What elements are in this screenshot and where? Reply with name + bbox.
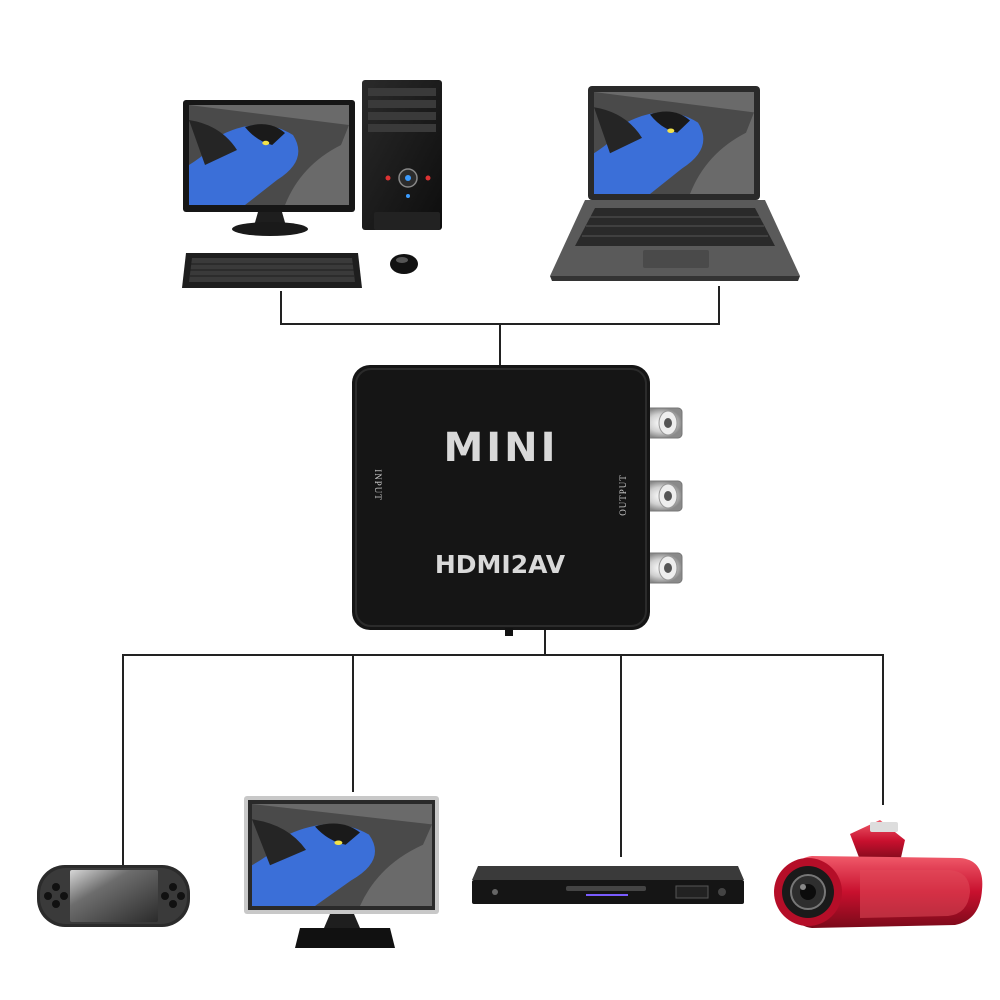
dvd-player-icon [472,866,744,904]
brand-label: MINI [443,425,558,471]
output-bus-line [122,654,884,866]
crt-monitor-icon [244,796,439,948]
connection-lines [122,286,884,866]
laptop-icon [550,86,800,281]
handheld-game-console-icon [37,865,190,927]
output-label: OUTPUT [618,474,628,516]
desktop-computer-icon [182,80,442,288]
hdmi2av-converter: MINI HDMI2AV INPUT OUTPUT [352,365,683,636]
rca-output-jacks [639,407,683,584]
camcorder-icon [774,820,983,928]
source-connector-line [280,286,720,325]
input-label: INPUT [373,469,383,501]
model-label: HDMI2AV [435,550,566,579]
